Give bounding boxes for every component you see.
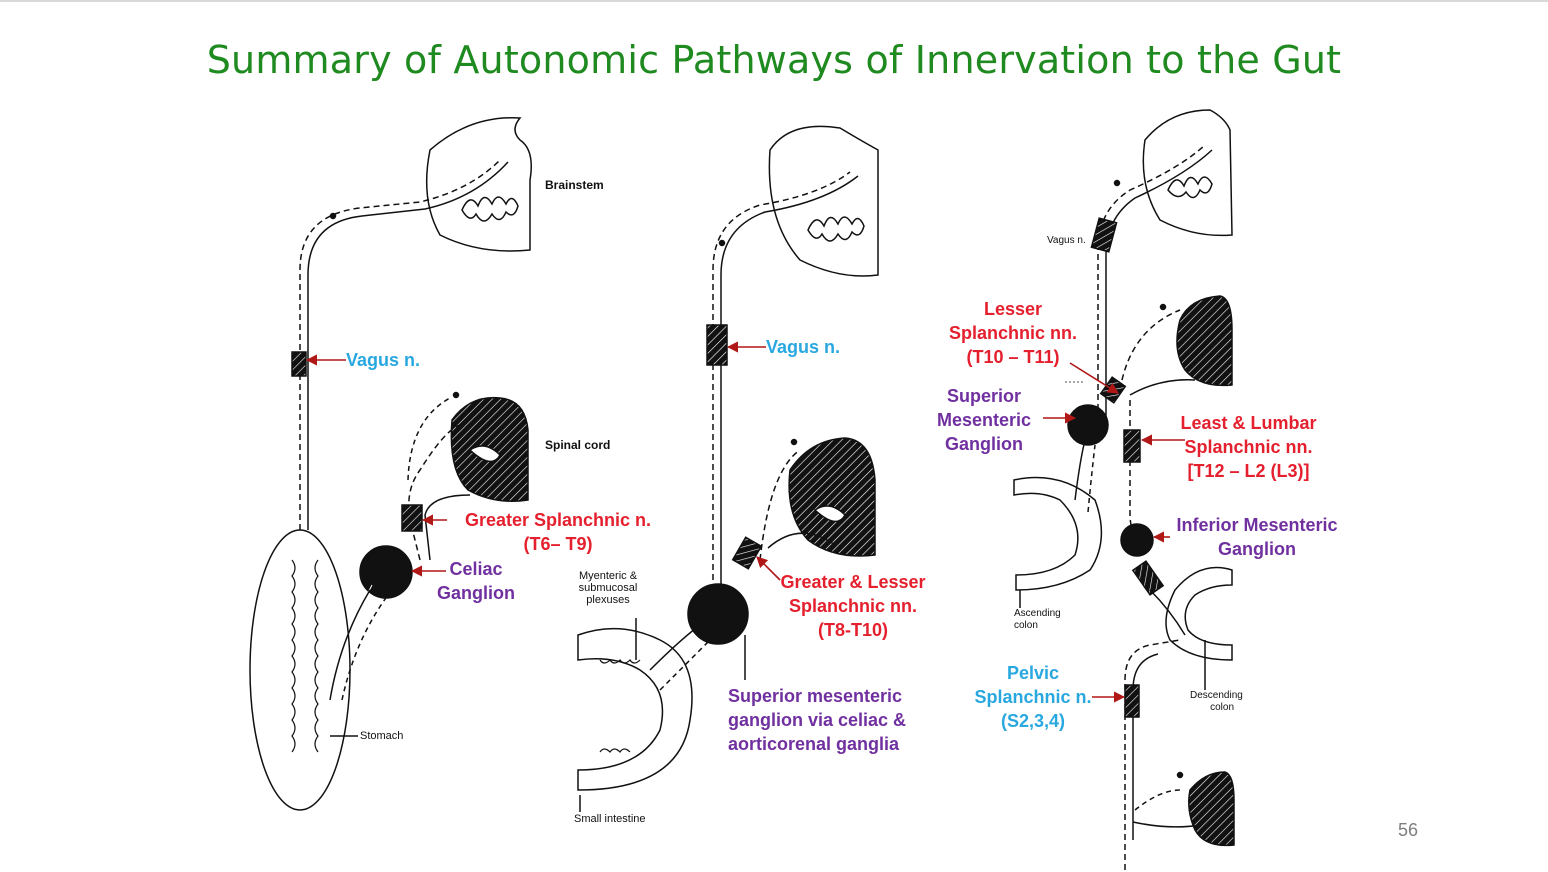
pelvic-line1: Pelvic — [1006, 663, 1060, 683]
descending-line1: Descending — [1190, 690, 1243, 701]
sup-mes-line3: Ganglion — [945, 434, 1023, 454]
spinal-cord3a-shape — [1176, 295, 1233, 387]
inferior-mesenteric-ganglion-shape — [1120, 523, 1154, 557]
lesser-line2: Splanchnic nn. — [948, 323, 1077, 343]
superior-mesenteric-ganglion-label: Superior Mesenteric Ganglion — [928, 384, 1040, 456]
sup-mes-via-line2: ganglion via celiac & — [728, 710, 907, 730]
least-lumbar-line3: [T12 – L2 (L3)] — [1187, 461, 1310, 481]
descending-line2: colon — [1210, 702, 1234, 713]
brainstem2-shape — [768, 125, 879, 277]
celiac-ganglion-shape — [359, 545, 413, 599]
lesser-splanchnic-label: Lesser Splanchnic nn. (T10 – T11) — [938, 297, 1088, 369]
vagus-label-1: Vagus n. — [346, 350, 421, 370]
plexuses-line2: submucosal — [578, 582, 638, 594]
pelvic-line2: Splanchnic n. — [974, 687, 1092, 707]
least-lumbar-line2: Splanchnic nn. — [1184, 437, 1313, 457]
sup-mes-via-line3: aorticorenal ganglia — [728, 734, 900, 754]
sup-mes-line2: Mesenteric — [936, 410, 1032, 430]
celiac-ganglion-label: Celiac Ganglion — [428, 557, 524, 605]
sup-mes-line1: Superior — [946, 386, 1021, 406]
greater-lesser-line3: (T8-T10) — [817, 620, 888, 640]
plexuses-line3: plexuses — [586, 594, 630, 606]
sup-mes-via-line1: Superior mesenteric — [728, 686, 903, 706]
vagus-small-label: Vagus n. — [1047, 235, 1086, 246]
greater-splanchnic-label: Greater Splanchnic n. (T6– T9) — [452, 508, 664, 556]
superior-mesenteric-ganglion2-shape — [687, 583, 749, 645]
greater-lesser-splanchnic-label: Greater & Lesser Splanchnic nn. (T8-T10) — [773, 570, 933, 642]
least-lumbar-line1: Least & Lumbar — [1180, 413, 1317, 433]
slide-title: Summary of Autonomic Pathways of Innerva… — [206, 38, 1342, 82]
plexuses-label: Myenteric & submucosal plexuses — [570, 570, 646, 606]
panel3-figure — [1013, 109, 1235, 870]
celiac-line2: Ganglion — [437, 583, 515, 603]
greater-splanchnic-line1: Greater Splanchnic n. — [464, 510, 652, 530]
arrows — [305, 341, 1185, 703]
lesser-line1: Lesser — [983, 299, 1043, 319]
greater-splanchnic-line2: (T6– T9) — [523, 534, 593, 554]
descending-colon-label: Descending colon — [1190, 690, 1243, 714]
plexuses-line1: Myenteric & — [578, 570, 638, 582]
spinal-cord2-shape — [788, 437, 876, 557]
brainstem-label: Brainstem — [545, 178, 604, 192]
greater-lesser-line2: Splanchnic nn. — [788, 596, 917, 616]
ascending-colon-label: Ascending colon — [1014, 608, 1061, 632]
panel1-figure — [249, 117, 532, 811]
inf-mes-line1: Inferior Mesenteric — [1176, 515, 1338, 535]
panel2-figure — [577, 125, 879, 812]
greater-lesser-line1: Greater & Lesser — [780, 572, 926, 592]
least-lumbar-splanchnic-label: Least & Lumbar Splanchnic nn. [T12 – L2 … — [1166, 411, 1331, 483]
brainstem-shape — [425, 117, 532, 252]
spinal-cord3b-shape — [1188, 771, 1235, 847]
celiac-line1: Celiac — [449, 559, 503, 579]
superior-mesenteric-ganglion3-shape — [1067, 404, 1109, 446]
pelvic-splanchnic-label: Pelvic Splanchnic n. (S2,3,4) — [962, 661, 1104, 733]
spinal-cord-label: Spinal cord — [545, 438, 611, 452]
lesser-line3: (T10 – T11) — [966, 347, 1060, 367]
inf-mes-line2: Ganglion — [1218, 539, 1296, 559]
stomach-shape — [249, 529, 351, 811]
ascending-line1: Ascending — [1014, 608, 1061, 619]
top-border — [0, 0, 1548, 2]
stomach-label: Stomach — [360, 730, 404, 742]
vagus-label-2: Vagus n. — [766, 337, 841, 357]
page-number: 56 — [1398, 820, 1419, 840]
superior-mesenteric-via-label: Superior mesenteric ganglion via celiac … — [728, 684, 906, 756]
small-intestine-label: Small intestine — [574, 813, 646, 825]
brainstem3-shape — [1142, 109, 1233, 237]
ascending-line2: colon — [1014, 620, 1038, 631]
inferior-mesenteric-ganglion-label: Inferior Mesenteric Ganglion — [1166, 513, 1348, 561]
pelvic-line3: (S2,3,4) — [1000, 711, 1066, 731]
